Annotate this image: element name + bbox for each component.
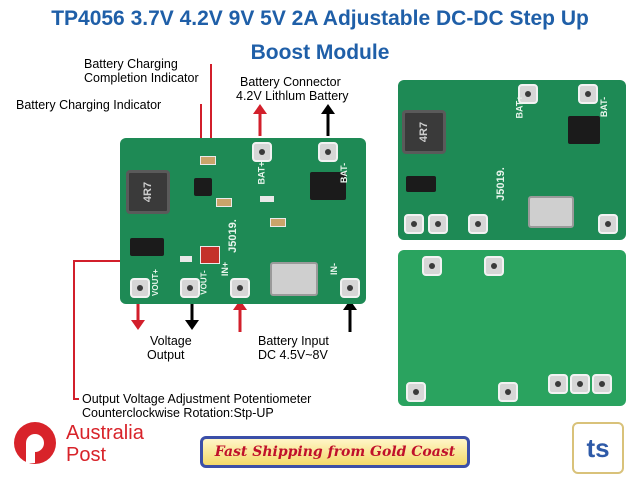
back-pad: [548, 374, 568, 394]
in-plus-arrow-icon: [233, 300, 247, 332]
smd-capacitor: [216, 198, 232, 207]
bat-minus-arrow-icon: [321, 104, 335, 136]
bat-plus-pad: [518, 84, 538, 104]
smd-resistor: [180, 256, 192, 262]
bat-minus-pad: [318, 142, 338, 162]
back-pad: [406, 382, 426, 402]
in-minus-pad: [340, 278, 360, 298]
inductor: 4R7: [126, 170, 170, 214]
label-input-line2: DC 4.5V~8V: [258, 348, 328, 362]
bat-minus-pad: [578, 84, 598, 104]
bat-plus-arrow-icon: [253, 104, 267, 136]
ts-logo-text: ts: [586, 432, 610, 463]
label-pot-line2: Counterclockwise Rotation:Stp-UP: [82, 406, 274, 420]
in-minus-arrow-icon: [343, 300, 357, 332]
label-pot-line1: Output Voltage Adjustment Potentiometer: [82, 392, 312, 406]
top-view-pcb-board: 4R7 J5019. BAT+ BAT-: [398, 80, 626, 240]
silk-bat-minus: BAT-: [599, 96, 610, 118]
australia-post-brand-line2: Post: [66, 444, 107, 466]
smd-capacitor: [270, 218, 286, 227]
label-voltage-line2: Output: [147, 348, 185, 362]
silk-bat-plus: BAT+: [256, 161, 267, 185]
vout-plus-pad: [404, 214, 424, 234]
potentiometer: [200, 246, 220, 264]
label-connector-line2: 4.2V Lithlum Battery: [236, 89, 349, 103]
back-pad: [484, 256, 504, 276]
in-plus-pad: [230, 278, 250, 298]
shipping-banner: Fast Shipping from Gold Coast: [200, 436, 470, 468]
back-pad: [570, 374, 590, 394]
shipping-banner-text: Fast Shipping from Gold Coast: [214, 444, 456, 460]
ic-chip: [310, 172, 346, 200]
back-pad: [592, 374, 612, 394]
vout-minus-pad: [428, 214, 448, 234]
diode: [406, 176, 436, 192]
vout-plus-pad: [130, 278, 150, 298]
in-minus-pad: [598, 214, 618, 234]
micro-usb-port: [528, 196, 574, 228]
silk-bat-minus: BAT-: [339, 162, 350, 184]
micro-usb-port: [270, 262, 318, 296]
silk-bat-plus: BAT+: [514, 95, 525, 119]
smd-capacitor: [200, 156, 216, 165]
bottom-view-pcb-board: [398, 250, 626, 406]
ic-chip: [568, 116, 600, 144]
diode: [130, 238, 164, 256]
completion-leader-line: [210, 64, 212, 184]
inductor: 4R7: [402, 110, 446, 154]
pot-leader-vertical: [73, 260, 75, 400]
ts-logo: ts: [572, 422, 624, 474]
label-charging-indicator: Battery Charging Indicator: [16, 98, 162, 112]
label-connector-line1: Battery Connector: [240, 75, 341, 89]
in-plus-pad: [468, 214, 488, 234]
silk-vout-minus: VOUT-: [199, 270, 209, 295]
smd-resistor: [260, 196, 274, 202]
silk-in-minus: IN-: [329, 263, 339, 275]
bat-plus-pad: [252, 142, 272, 162]
silk-model: J5019.: [226, 219, 239, 253]
back-pad: [498, 382, 518, 402]
pot-leader-foot: [73, 398, 79, 400]
product-title-line2: Boost Module: [250, 41, 390, 64]
label-completion-line1: Battery Charging: [84, 57, 178, 71]
australia-post-brand-line1: Australia: [66, 422, 144, 444]
silk-vout-plus: VOUT+: [150, 269, 160, 296]
label-voltage-line1: Voltage: [150, 334, 192, 348]
label-input-line1: Battery Input: [258, 334, 329, 348]
vout-minus-pad: [180, 278, 200, 298]
silk-model: J5019.: [494, 167, 507, 201]
label-completion-line2: Completion Indicator: [84, 71, 199, 85]
charging-led: [194, 178, 212, 196]
back-pad: [422, 256, 442, 276]
australia-post-icon: [14, 422, 56, 464]
product-title-line1: TP4056 3.7V 4.2V 9V 5V 2A Adjustable DC-…: [51, 7, 589, 30]
silk-in-plus: IN+: [220, 261, 231, 277]
main-pcb-board: 4R7 BAT+ BAT- IN+ IN- VOUT+ VOUT- J5019.: [120, 138, 366, 304]
